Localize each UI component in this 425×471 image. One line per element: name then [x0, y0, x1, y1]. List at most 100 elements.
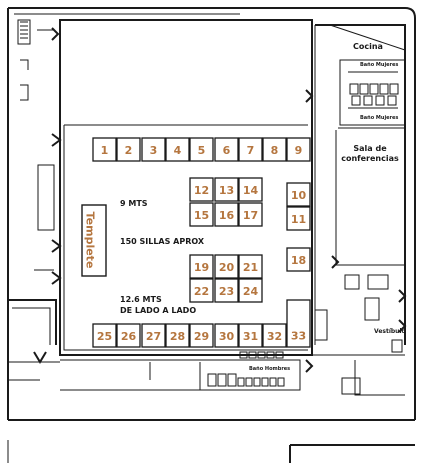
booth-4[interactable]: 4	[165, 137, 190, 162]
booth-box	[238, 137, 263, 162]
booth-17[interactable]: 17	[238, 202, 263, 227]
booth-23[interactable]: 23	[214, 278, 239, 303]
lobby-label: Vestíbulo	[374, 328, 406, 335]
booth-5[interactable]: 5	[189, 137, 214, 162]
booth-27[interactable]: 27	[141, 323, 166, 348]
booth-box	[116, 323, 141, 348]
booth-number: 18	[291, 254, 306, 267]
booth-number: 7	[247, 144, 255, 157]
left-corridor	[8, 164, 60, 381]
booth-25[interactable]: 25	[92, 323, 117, 348]
booth-number: 11	[291, 213, 306, 226]
women-bathroom-label-bottom: Baño Mujeres	[360, 115, 398, 121]
booth-box	[286, 247, 311, 272]
booth-2[interactable]: 2	[116, 137, 141, 162]
booth-20[interactable]: 20	[214, 254, 239, 279]
booth-box	[189, 177, 214, 202]
booth-32[interactable]: 32	[262, 323, 287, 348]
booth-box	[286, 182, 311, 207]
booth-7[interactable]: 7	[238, 137, 263, 162]
booth-number: 31	[243, 330, 258, 343]
booth-box	[286, 206, 311, 231]
booth-16[interactable]: 16	[214, 202, 239, 227]
booth-number: 2	[125, 144, 133, 157]
booth-box	[238, 278, 263, 303]
booth-number: 27	[146, 330, 161, 343]
booth-30[interactable]: 30	[214, 323, 239, 348]
booth-24[interactable]: 24	[238, 278, 263, 303]
width-label-line1: 12.6 MTS	[120, 295, 162, 304]
booth-box	[214, 278, 239, 303]
width-label-line2: DE LADO A LADO	[120, 306, 196, 315]
booth-number: 12	[194, 184, 209, 197]
booth-14[interactable]: 14	[238, 177, 263, 202]
booth-box	[189, 254, 214, 279]
booth-19[interactable]: 19	[189, 254, 214, 279]
booth-box	[238, 323, 263, 348]
booth-number: 23	[219, 285, 234, 298]
stage[interactable]: Templete	[81, 204, 107, 277]
booth-box	[238, 254, 263, 279]
booth-box	[141, 323, 166, 348]
booth-6[interactable]: 6	[214, 137, 239, 162]
booth-box	[214, 137, 239, 162]
booth-number: 22	[194, 285, 209, 298]
kitchen-label: Cocina	[353, 42, 383, 51]
booth-number: 1	[101, 144, 109, 157]
booth-10[interactable]: 10	[286, 182, 311, 207]
booth-box	[165, 323, 190, 348]
booth-28[interactable]: 28	[165, 323, 190, 348]
booth-18[interactable]: 18	[286, 247, 311, 272]
booth-number: 26	[121, 330, 137, 343]
booth-number: 9	[295, 144, 303, 157]
booth-number: 4	[174, 144, 182, 157]
booth-26[interactable]: 26	[116, 323, 141, 348]
booth-box	[286, 137, 311, 162]
chairs-label: 150 SILLAS APROX	[120, 237, 205, 246]
booth-number: 33	[291, 330, 306, 343]
booth-number: 19	[194, 261, 209, 274]
booth-box	[214, 177, 239, 202]
booth-31[interactable]: 31	[238, 323, 263, 348]
booth-22[interactable]: 22	[189, 278, 214, 303]
booth-13[interactable]: 13	[214, 177, 239, 202]
booth-number: 3	[150, 144, 158, 157]
booth-box	[262, 137, 287, 162]
booth-box	[214, 202, 239, 227]
right-wing	[312, 24, 407, 396]
men-bathroom-label: Baño Hombres	[249, 366, 290, 372]
booth-8[interactable]: 8	[262, 137, 287, 162]
booth-3[interactable]: 3	[141, 137, 166, 162]
booth-number: 10	[291, 189, 307, 202]
booth-number: 28	[170, 330, 185, 343]
booth-box	[141, 137, 166, 162]
booth-11[interactable]: 11	[286, 206, 311, 231]
booth-box	[189, 202, 214, 227]
booth-box	[286, 299, 311, 348]
conference-room-label-line2: conferencias	[341, 154, 399, 163]
booth-number: 20	[219, 261, 235, 274]
booth-number: 8	[271, 144, 279, 157]
booth-box	[262, 323, 287, 348]
booth-box	[214, 323, 239, 348]
booth-number: 5	[198, 144, 206, 157]
booth-9[interactable]: 9	[286, 137, 311, 162]
booth-number: 21	[243, 261, 258, 274]
booth-1[interactable]: 1	[92, 137, 117, 162]
booth-number: 13	[219, 184, 234, 197]
booth-number: 16	[219, 209, 235, 222]
booth-33[interactable]: 33	[286, 299, 311, 348]
booth-21[interactable]: 21	[238, 254, 263, 279]
booth-box	[238, 177, 263, 202]
booth-12[interactable]: 12	[189, 177, 214, 202]
booth-number: 14	[243, 184, 259, 197]
booth-box	[92, 323, 117, 348]
stage-label: Templete	[84, 212, 97, 269]
men-bathroom-fixtures	[60, 351, 314, 391]
booth-15[interactable]: 15	[189, 202, 214, 227]
outer-walls	[7, 7, 416, 463]
booth-number: 32	[267, 330, 282, 343]
booth-29[interactable]: 29	[189, 323, 214, 348]
